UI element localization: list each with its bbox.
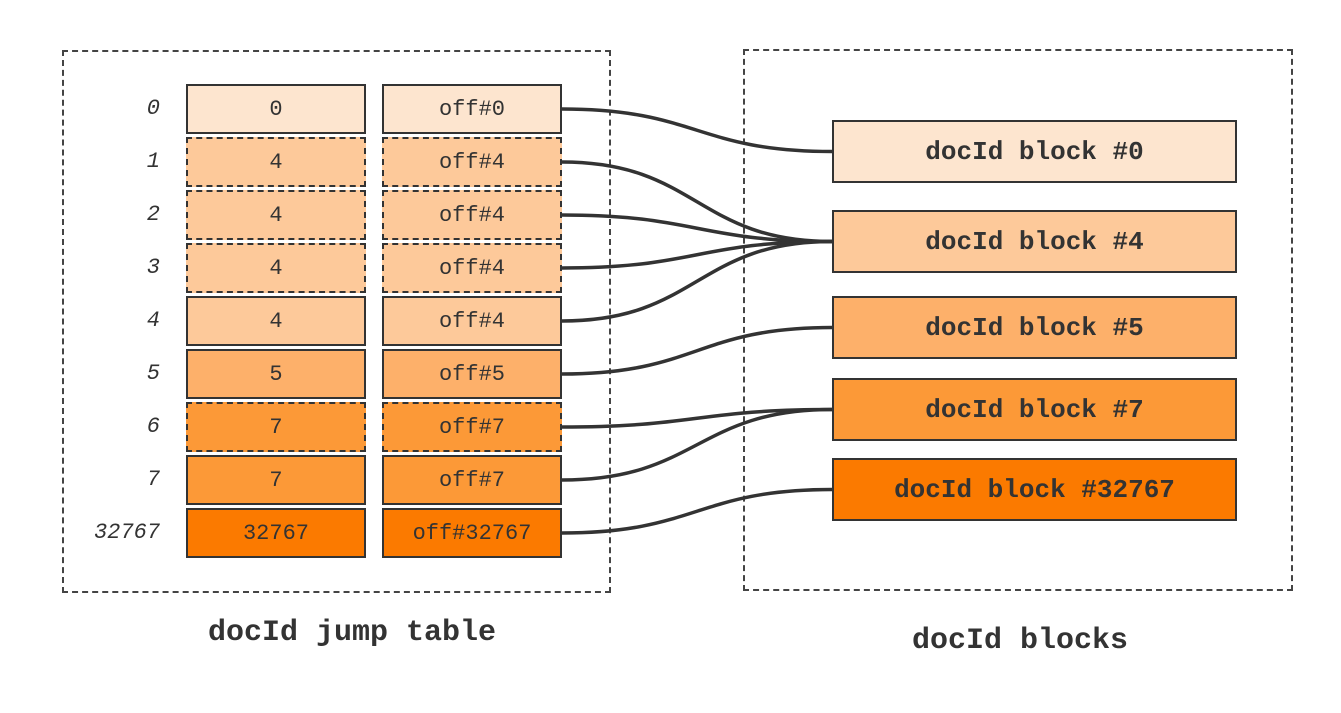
jump-table-frame — [62, 50, 611, 593]
link-line — [561, 407, 833, 429]
link-line — [561, 487, 833, 535]
offset-cell: off#7 — [382, 402, 562, 452]
offset-cell: off#4 — [382, 190, 562, 240]
docid-cell: 7 — [186, 402, 366, 452]
blocks-frame — [743, 49, 1293, 591]
offset-cell: off#5 — [382, 349, 562, 399]
link-line — [561, 239, 833, 270]
docid-block: docId block #32767 — [832, 458, 1237, 521]
row-index: 4 — [146, 308, 160, 333]
offset-cell: off#4 — [382, 243, 562, 293]
row-index: 3 — [146, 255, 160, 280]
offset-cell: off#32767 — [382, 508, 562, 558]
row-index: 7 — [146, 467, 160, 492]
link-line — [561, 107, 833, 154]
blocks-caption: docId blocks — [912, 624, 1129, 658]
jump-table-caption: docId jump table — [208, 616, 497, 650]
link-line — [561, 239, 833, 323]
offset-cell: off#4 — [382, 296, 562, 346]
docid-cell: 7 — [186, 455, 366, 505]
row-index: 2 — [146, 202, 160, 227]
docid-cell: 4 — [186, 243, 366, 293]
link-line — [561, 160, 833, 244]
docid-cell: 0 — [186, 84, 366, 134]
docid-cell: 4 — [186, 137, 366, 187]
docid-cell: 5 — [186, 349, 366, 399]
link-line — [561, 325, 833, 376]
row-index: 1 — [146, 149, 160, 174]
link-line — [561, 407, 833, 482]
link-line — [561, 213, 833, 244]
docid-cell: 32767 — [186, 508, 366, 558]
offset-cell: off#0 — [382, 84, 562, 134]
docid-block: docId block #5 — [832, 296, 1237, 359]
row-index: 6 — [146, 414, 160, 439]
offset-cell: off#7 — [382, 455, 562, 505]
docid-cell: 4 — [186, 296, 366, 346]
docid-cell: 4 — [186, 190, 366, 240]
offset-cell: off#4 — [382, 137, 562, 187]
row-index: 0 — [146, 96, 160, 121]
row-index: 5 — [146, 361, 160, 386]
docid-block: docId block #4 — [832, 210, 1237, 273]
docid-block: docId block #7 — [832, 378, 1237, 441]
row-index: 32767 — [93, 520, 160, 545]
docid-block: docId block #0 — [832, 120, 1237, 183]
